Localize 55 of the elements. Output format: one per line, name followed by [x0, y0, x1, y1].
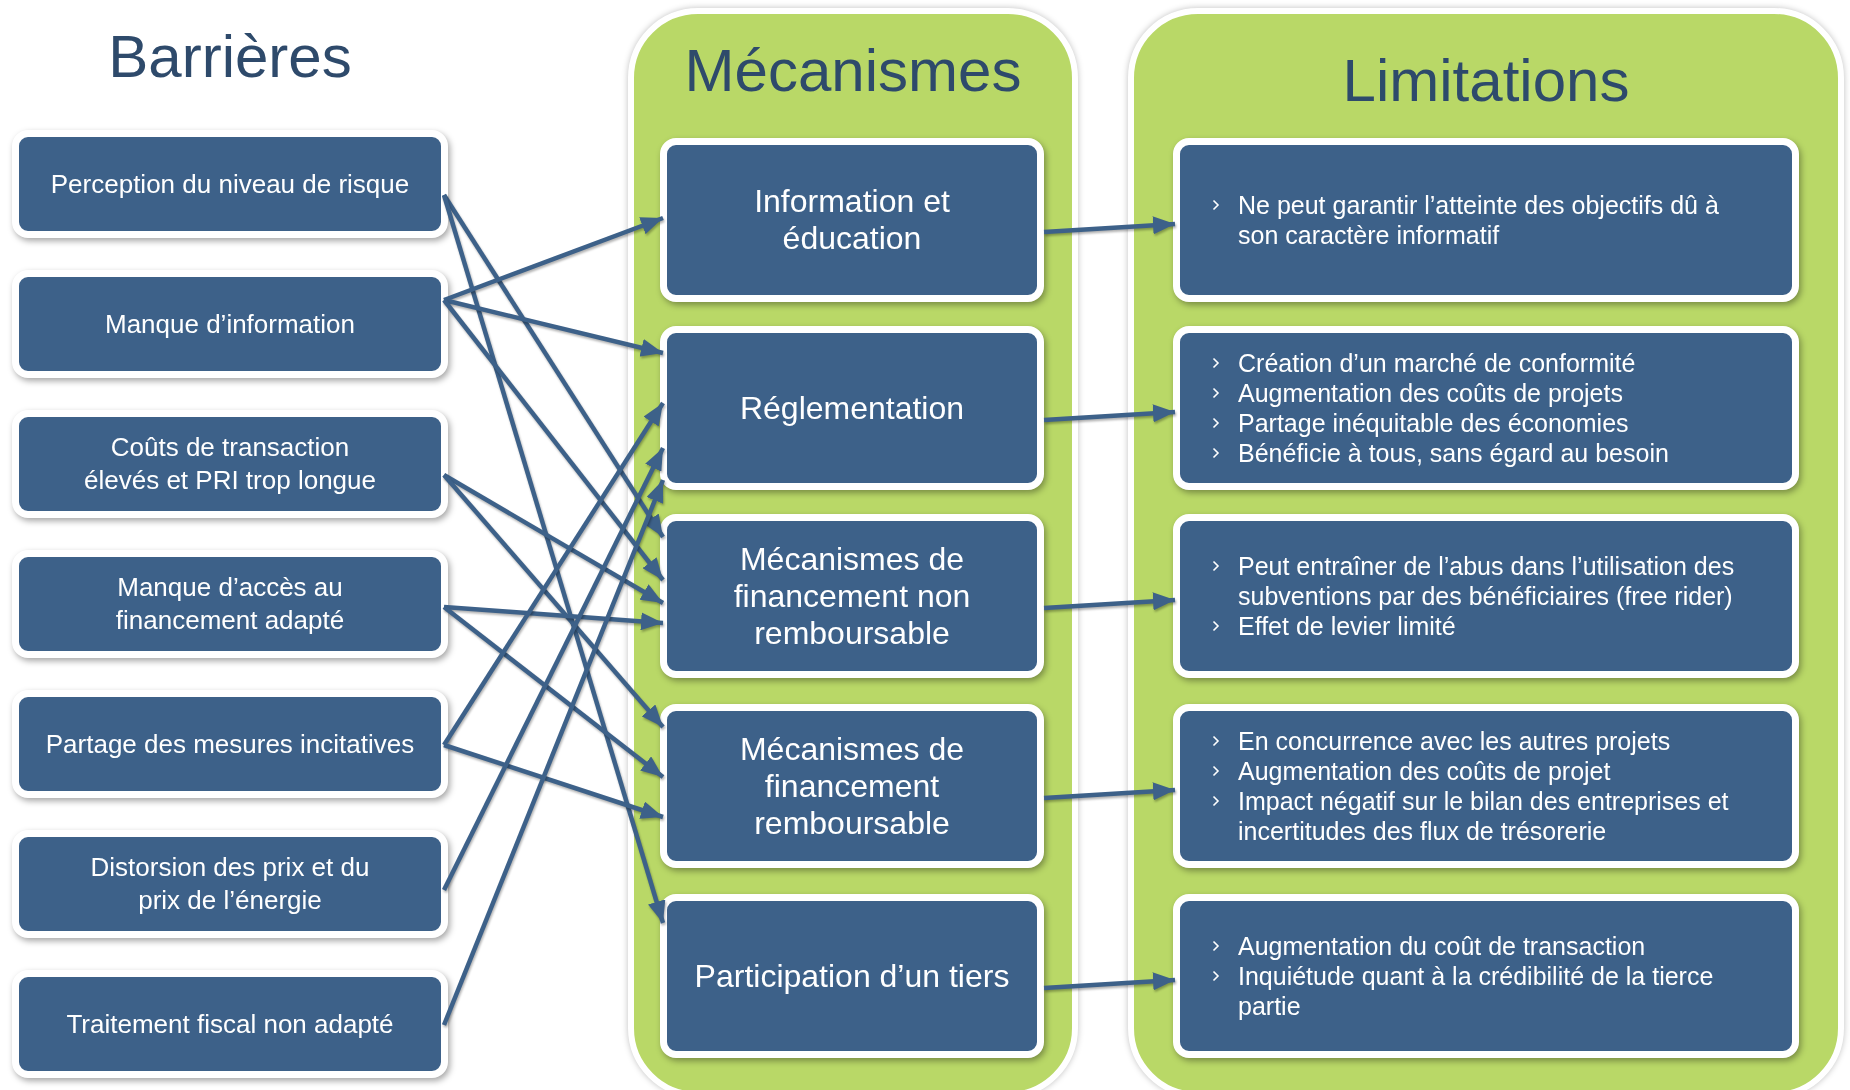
- box-text: Mécanismes de financement remboursable: [738, 730, 966, 842]
- arrow: [443, 215, 664, 303]
- arrow: [443, 604, 664, 631]
- bullet-text: Effet de levier limité: [1238, 611, 1456, 641]
- box-text: Manque d’accès au financement adapté: [114, 571, 346, 637]
- box-text: Partage des mesures incitatives: [45, 727, 415, 761]
- mechanism-box: [660, 894, 1044, 1058]
- bullet-text: Augmentation des coûts de projet: [1238, 756, 1611, 786]
- arrow: [442, 401, 665, 747]
- box-text: Participation d’un tiers: [694, 957, 1010, 995]
- arrow: [441, 194, 666, 924]
- arrow: [443, 742, 664, 820]
- arrow: [1043, 782, 1176, 801]
- box-text: Perception du niveau de risque: [50, 167, 410, 201]
- limitation-box: [1173, 138, 1799, 302]
- arrow: [441, 479, 666, 1026]
- arrow: [1043, 404, 1176, 423]
- limitation-box: [1173, 704, 1799, 868]
- limitation-box: [1173, 514, 1799, 678]
- arrow: [1043, 592, 1176, 611]
- mechanism-box: [660, 138, 1044, 302]
- arrow: [1043, 972, 1176, 991]
- bullet-text: Bénéficie à tous, sans égard au besoin: [1238, 438, 1669, 468]
- arrow: [442, 193, 665, 539]
- box-text: Mécanismes de financement non remboursable: [732, 540, 972, 652]
- bullet-text: Augmentation du coût de transaction: [1238, 931, 1646, 961]
- box-text: Information et éducation: [753, 183, 951, 257]
- limitation-box: [1173, 894, 1799, 1058]
- limitation-box: [1173, 326, 1799, 490]
- bullet-text: Augmentation des coûts de projets: [1238, 378, 1623, 408]
- column-heading: Mécanismes: [683, 36, 1023, 105]
- box-text: Réglementation: [739, 389, 965, 427]
- box-text: Distorsion des prix et du prix de l’énergie: [89, 851, 371, 917]
- bullet-text: Partage inéquitable des économies: [1238, 408, 1629, 438]
- arrow: [1043, 216, 1176, 235]
- box-text: Coûts de transaction élevés et PRI trop longue: [83, 431, 377, 497]
- mechanism-box: [660, 514, 1044, 678]
- arrow: [442, 605, 665, 779]
- arrow: [442, 447, 665, 891]
- bullet-text: Inquiétude quant à la crédibilité de la tierce partie: [1238, 961, 1715, 1021]
- bullet-text: Ne peut garantir l’atteinte des objectifs dû à son caractère informatif: [1238, 190, 1720, 250]
- bullet-text: Peut entraîner de l’abus dans l’utilisation des subventions par des bénéficiaires (free rider): [1238, 551, 1736, 611]
- arrow: [443, 297, 664, 357]
- bullet-text: En concurrence avec les autres projets: [1238, 726, 1671, 756]
- bullet-text: Création d’un marché de conformité: [1238, 348, 1636, 378]
- arrow: [442, 473, 665, 729]
- box-text: Manque d’information: [104, 307, 355, 341]
- column-heading: Barrières: [107, 22, 353, 91]
- bullet-text: Impact négatif sur le bilan des entreprises et incertitudes des flux de trésorerie: [1238, 786, 1730, 846]
- column-heading: Limitations: [1341, 46, 1631, 115]
- mechanism-box: [660, 704, 1044, 868]
- box-text: Traitement fiscal non adapté: [66, 1007, 394, 1041]
- arrow: [442, 473, 665, 605]
- arrow: [442, 298, 665, 582]
- mechanism-box: [660, 326, 1044, 490]
